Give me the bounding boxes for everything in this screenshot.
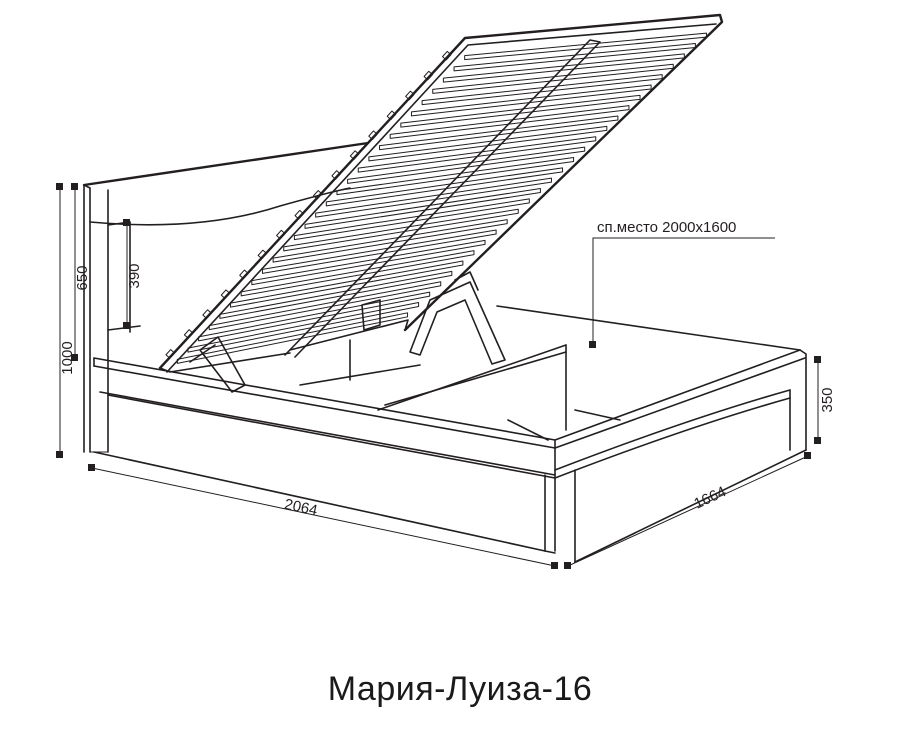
- sleeping-place-label: сп.место 2000х1600: [597, 219, 736, 236]
- slat-holder: [349, 150, 360, 160]
- slat-holder: [386, 110, 397, 121]
- slat: [261, 229, 497, 274]
- dim-label-650: 650: [74, 265, 91, 290]
- dimension-headboard-panel: 390: [123, 219, 143, 329]
- slat-holder: [405, 90, 415, 101]
- slat-holder: [294, 209, 304, 220]
- lifting-slat-base: [158, 13, 724, 373]
- slat-holder: [239, 269, 249, 280]
- bed-frame: [93, 305, 807, 563]
- slat: [187, 301, 420, 353]
- slat: [442, 53, 685, 83]
- slats: [176, 32, 707, 364]
- slat: [379, 115, 619, 151]
- slat: [198, 291, 431, 342]
- slat: [432, 63, 674, 94]
- slat: [315, 177, 552, 218]
- dim-label-1000: 1000: [59, 341, 76, 374]
- slat: [251, 239, 486, 286]
- slat: [347, 146, 586, 184]
- slat-holder: [220, 289, 231, 299]
- slat-holders: [165, 50, 452, 359]
- slat: [389, 105, 630, 139]
- slat: [283, 208, 519, 252]
- slat: [208, 281, 442, 331]
- slat-holder: [183, 329, 194, 339]
- dim-label-350: 350: [819, 387, 836, 412]
- slat-holder: [202, 309, 212, 319]
- slat: [421, 74, 663, 106]
- slat-holder: [423, 70, 433, 81]
- slat-holder: [165, 349, 175, 359]
- model-title: Мария-Луиза-16: [327, 670, 593, 708]
- slat: [240, 250, 475, 297]
- sleeping-place-callout: сп.место 2000х1600: [589, 219, 775, 348]
- slat-holder: [312, 190, 323, 200]
- dimension-headboard-height: 650: [71, 183, 91, 361]
- storage-box: [299, 339, 621, 441]
- slat-holder: [368, 130, 378, 140]
- slat-holder: [442, 50, 452, 61]
- slat: [219, 270, 453, 319]
- slat: [357, 136, 597, 173]
- slat-holder: [276, 229, 286, 240]
- dimension-side-height: 350: [814, 356, 836, 444]
- slat: [464, 32, 707, 61]
- dimension-width: 1664: [564, 452, 811, 569]
- slat: [272, 219, 508, 263]
- dim-label-1664: 1664: [691, 483, 728, 513]
- slat-holder: [331, 170, 341, 180]
- slat: [368, 125, 608, 162]
- headboard: [82, 141, 370, 453]
- dimension-height-total: 1000: [56, 183, 76, 458]
- slat: [400, 94, 641, 128]
- slat: [230, 260, 464, 308]
- dimension-length: 2064: [88, 464, 558, 569]
- slat-holder: [257, 249, 268, 260]
- gas-lift-mechanism: [189, 271, 506, 393]
- dim-label-390: 390: [126, 263, 143, 288]
- slat: [176, 312, 409, 364]
- slat: [453, 43, 696, 72]
- dim-label-2064: 2064: [283, 496, 319, 520]
- slat: [336, 156, 575, 196]
- slat: [304, 188, 541, 229]
- slat: [325, 167, 564, 207]
- slat: [293, 198, 530, 241]
- slat: [410, 84, 652, 117]
